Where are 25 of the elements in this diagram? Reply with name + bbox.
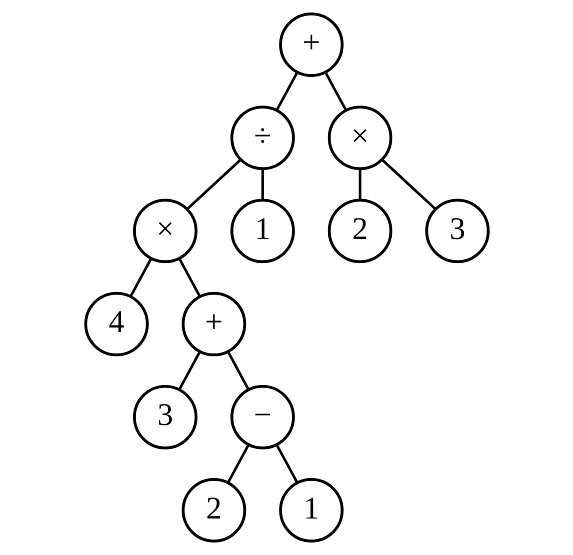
node-circle: 4 xyxy=(84,292,148,356)
node-circle: 2 xyxy=(327,198,392,264)
connector xyxy=(226,350,250,390)
connector xyxy=(275,444,298,484)
connector xyxy=(226,444,250,484)
connector xyxy=(260,168,264,200)
node-circle: 1 xyxy=(278,478,344,543)
node-circle: 1 xyxy=(230,198,294,264)
connector xyxy=(380,158,436,210)
connector xyxy=(275,72,298,111)
connector xyxy=(186,158,241,210)
connector xyxy=(178,350,200,390)
connector xyxy=(358,168,361,200)
node-circle: × xyxy=(132,198,197,264)
connector xyxy=(178,258,200,297)
connector xyxy=(129,258,152,297)
node-circle: × xyxy=(327,106,392,170)
node-circle: 3 xyxy=(424,198,490,264)
node-circle: 2 xyxy=(181,478,246,543)
node-circle: 3 xyxy=(132,384,197,450)
node-circle: ÷ xyxy=(230,106,294,170)
node-circle: − xyxy=(230,384,294,450)
node-circle: + xyxy=(278,12,344,77)
connector xyxy=(324,72,346,111)
node-circle: + xyxy=(181,292,246,356)
